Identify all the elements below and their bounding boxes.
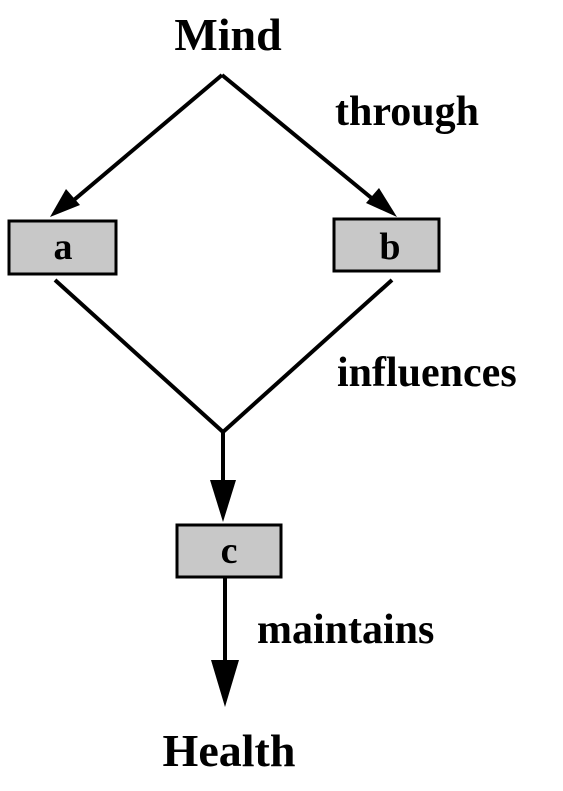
box-c <box>175 523 283 579</box>
edge-label-maintains: maintains <box>257 607 434 653</box>
arrowhead-to-b <box>366 188 397 217</box>
box-a-label: a <box>54 226 73 268</box>
node-health: Health <box>163 725 296 776</box>
edge-label-influences: influences <box>337 350 517 396</box>
box-c-label: c <box>221 530 238 572</box>
edge-mind-to-a <box>66 73 224 207</box>
box-b-label: b <box>379 226 400 268</box>
arrowhead-to-health <box>211 660 239 707</box>
box-b <box>332 217 441 273</box>
edge-a-to-junction <box>53 278 225 434</box>
box-a <box>7 219 118 276</box>
edge-mind-to-b <box>220 73 382 207</box>
arrowhead-to-a <box>50 189 80 217</box>
edge-b-to-junction <box>221 278 394 434</box>
edge-label-through: through <box>335 89 479 135</box>
node-mind: Mind <box>174 9 282 60</box>
arrowhead-to-c <box>210 480 236 522</box>
